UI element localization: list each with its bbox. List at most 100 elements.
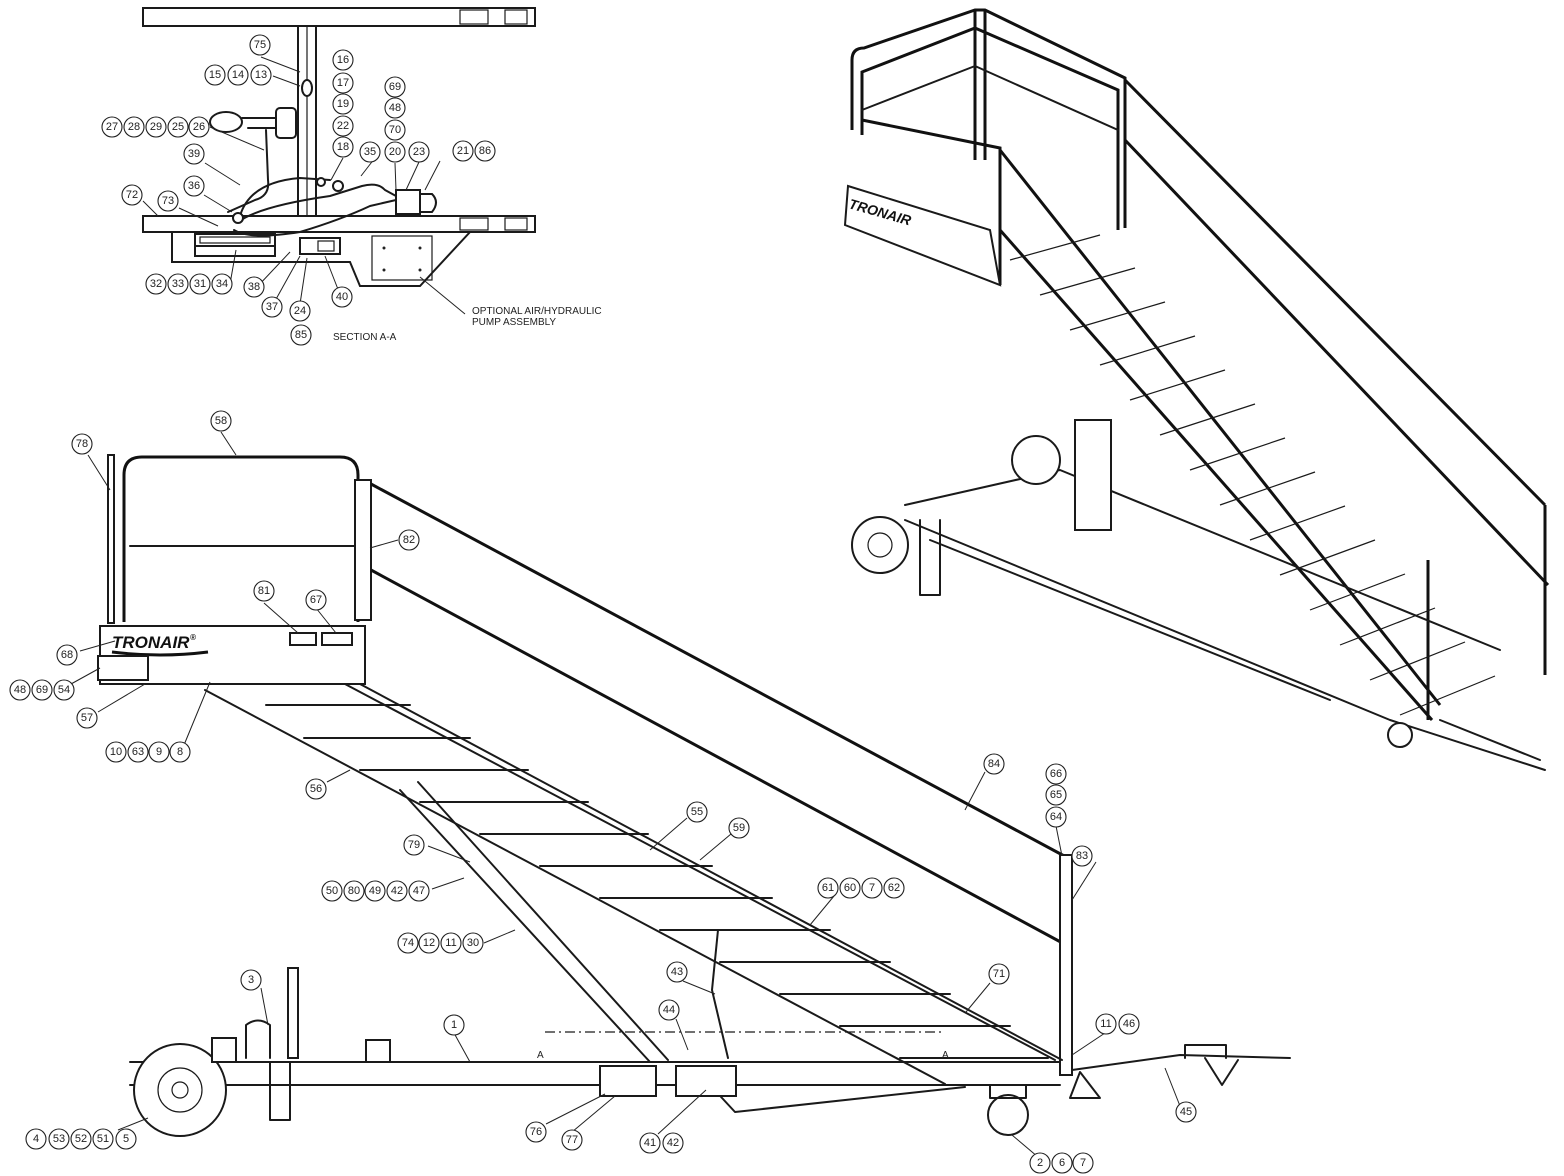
callout-circle <box>561 1129 583 1151</box>
callout-balloon-81: 81 <box>253 580 275 602</box>
callout-number: 2 <box>1037 1157 1043 1169</box>
callout-balloon-25: 25 <box>167 116 189 138</box>
callout-balloon-60: 60 <box>839 877 861 899</box>
callout-circle <box>92 1128 114 1150</box>
callout-number: 46 <box>1123 1018 1135 1030</box>
callout-balloon-82: 82 <box>398 529 420 551</box>
callout-number: 40 <box>336 291 348 303</box>
callout-number: 47 <box>413 885 425 897</box>
callout-number: 21 <box>457 145 469 157</box>
callout-circle <box>988 963 1010 985</box>
callout-circle <box>9 679 31 701</box>
callout-number: 7 <box>1080 1157 1086 1169</box>
callout-balloon-84: 84 <box>983 753 1005 775</box>
callout-balloon-22: 22 <box>332 115 354 137</box>
callout-number: 10 <box>110 746 122 758</box>
callout-circle <box>343 880 365 902</box>
callout-circle <box>127 741 149 763</box>
callout-balloon-15: 15 <box>204 64 226 86</box>
callout-number: 63 <box>132 746 144 758</box>
callout-circle <box>204 64 226 86</box>
callout-balloon-6: 6 <box>1051 1152 1073 1174</box>
tronair-logo: TRONAIR <box>112 633 190 652</box>
callout-number: 37 <box>266 301 278 313</box>
callout-balloon-44: 44 <box>658 999 680 1021</box>
stair-treads <box>265 704 1049 1059</box>
callout-circle <box>189 273 211 295</box>
callout-circle <box>332 136 354 158</box>
callout-number: 85 <box>295 329 307 341</box>
callout-number: 24 <box>294 305 306 317</box>
callout-balloon-74: 74 <box>397 932 419 954</box>
callout-number: 22 <box>337 120 349 132</box>
callout-balloon-36: 36 <box>183 175 205 197</box>
callout-circle <box>1072 1152 1094 1174</box>
callout-balloon-8: 8 <box>169 741 191 763</box>
callout-number: 69 <box>389 81 401 93</box>
callout-circle <box>321 880 343 902</box>
callout-number: 5 <box>123 1133 129 1145</box>
callout-balloon-57: 57 <box>76 707 98 729</box>
callout-number: 28 <box>128 121 140 133</box>
callout-circle <box>70 1128 92 1150</box>
callout-number: 81 <box>258 585 270 597</box>
callout-number: 70 <box>389 124 401 136</box>
callout-number: 77 <box>566 1134 578 1146</box>
callout-circle <box>462 932 484 954</box>
callout-circle <box>167 116 189 138</box>
callout-circle <box>658 999 680 1021</box>
callout-circle <box>105 741 127 763</box>
callout-circle <box>148 741 170 763</box>
callout-number: 64 <box>1050 811 1062 823</box>
callout-number: 17 <box>337 77 349 89</box>
callout-balloon-83: 83 <box>1071 845 1093 867</box>
callout-number: 44 <box>663 1004 675 1016</box>
callout-number: 42 <box>391 885 403 897</box>
callout-number: 51 <box>97 1133 109 1145</box>
callout-balloon-17: 17 <box>332 72 354 94</box>
callout-number: 38 <box>248 281 260 293</box>
callout-circle <box>1029 1152 1051 1174</box>
callout-circle <box>397 932 419 954</box>
callout-balloon-1: 1 <box>443 1014 465 1036</box>
callout-balloon-10: 10 <box>105 741 127 763</box>
callout-balloon-48a: 48 <box>384 97 406 119</box>
callout-circle <box>359 141 381 163</box>
callout-balloon-50: 50 <box>321 880 343 902</box>
callout-balloon-12: 12 <box>418 932 440 954</box>
callout-balloon-77: 77 <box>561 1129 583 1151</box>
callout-balloon-39: 39 <box>183 143 205 165</box>
callout-circle <box>332 115 354 137</box>
callout-balloon-79: 79 <box>403 834 425 856</box>
callout-balloon-19: 19 <box>332 93 354 115</box>
callout-number: 49 <box>369 885 381 897</box>
callout-number: 7 <box>869 882 875 894</box>
callout-balloon-42b: 42 <box>662 1132 684 1154</box>
isometric-view: TRONAIR <box>843 8 1550 771</box>
callout-circle <box>403 834 425 856</box>
callout-balloon-48b: 48 <box>9 679 31 701</box>
callout-circle <box>1175 1101 1197 1123</box>
callout-balloon-40: 40 <box>331 286 353 308</box>
callout-circle <box>253 580 275 602</box>
callout-circle <box>210 410 232 432</box>
callout-number: 69 <box>36 684 48 696</box>
callout-circle <box>71 433 93 455</box>
callout-balloon-43: 43 <box>666 961 688 983</box>
callout-balloon-75: 75 <box>249 34 271 56</box>
callout-circle <box>662 1132 684 1154</box>
callout-balloon-30: 30 <box>462 932 484 954</box>
callout-balloon-62: 62 <box>883 877 905 899</box>
callout-balloon-76: 76 <box>525 1121 547 1143</box>
callout-circle <box>861 877 883 899</box>
callout-circle <box>1045 784 1067 806</box>
callout-circle <box>183 143 205 165</box>
callout-number: 20 <box>389 146 401 158</box>
callout-number: 60 <box>844 882 856 894</box>
callout-balloon-33: 33 <box>167 273 189 295</box>
callout-circle <box>240 969 262 991</box>
callout-number: 15 <box>209 69 221 81</box>
section-a-a-view: OPTIONAL AIR/HYDRAULIC PUMP ASSEMBLY SEC… <box>142 7 602 343</box>
callout-circle <box>145 116 167 138</box>
